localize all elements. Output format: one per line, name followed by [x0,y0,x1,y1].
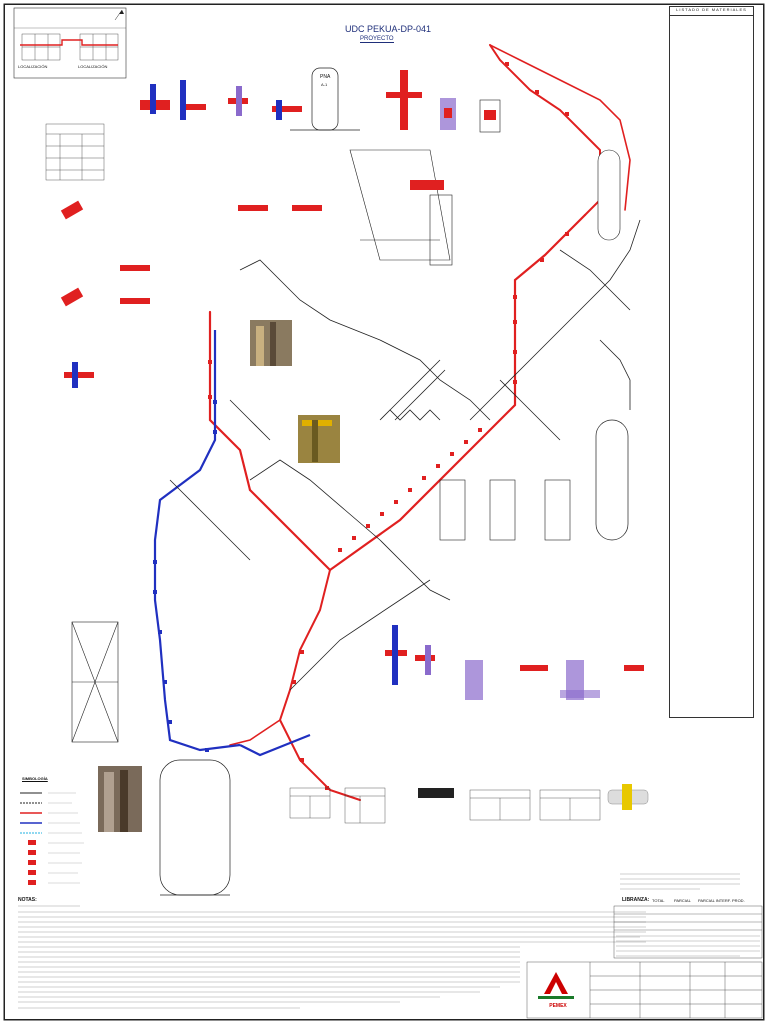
keymap-label-left: LOCALIZACIÓN [18,64,48,69]
pemex-logo-text: PEMEX [549,1003,567,1009]
photos [98,320,340,832]
notes-lines [18,905,646,1009]
scope-block [613,873,763,959]
liberation-partial-prod: PARCIAL INTERF. PROD. [698,898,745,903]
support-frame-mid [349,149,571,541]
liberation-label: LIBRANZA: [622,897,650,903]
materials-list: LISTADO DE MATERIALES [669,6,754,718]
support-details-left [60,200,322,388]
symbology-title: SIMBOLOGÍA [22,776,48,781]
data-tables [45,123,601,824]
structure-lines [169,219,641,691]
symbology-samples [20,792,84,885]
liberation-partial: PARCIAL [674,898,691,903]
tower-tag: A-1 [321,82,328,87]
keymap-label-right: LOCALIZACIÓN [78,64,108,69]
pemex-logo [538,972,574,999]
notes-title: NOTAS: [18,897,37,903]
liberation-total: TOTAL [652,898,665,903]
keymap [13,7,127,79]
tower-label: PNA [320,74,331,80]
cross-bracing [71,621,119,743]
vessel [159,759,231,896]
title-block-grid [526,961,763,1019]
pna-tower [290,67,422,131]
pipe-fittings [208,62,602,790]
blue-pipe-route [153,330,311,757]
support-details-top [140,80,501,133]
right-vessel [595,149,629,541]
support-details-bottom [385,625,644,700]
clamp-detail [418,784,649,810]
drawing-subtitle: PROYECTO [360,36,394,43]
drawing-title: UDC PEKUA-DP-041 [345,24,432,34]
materials-header: LISTADO DE MATERIALES [670,7,753,16]
blue-fittings [153,400,217,752]
